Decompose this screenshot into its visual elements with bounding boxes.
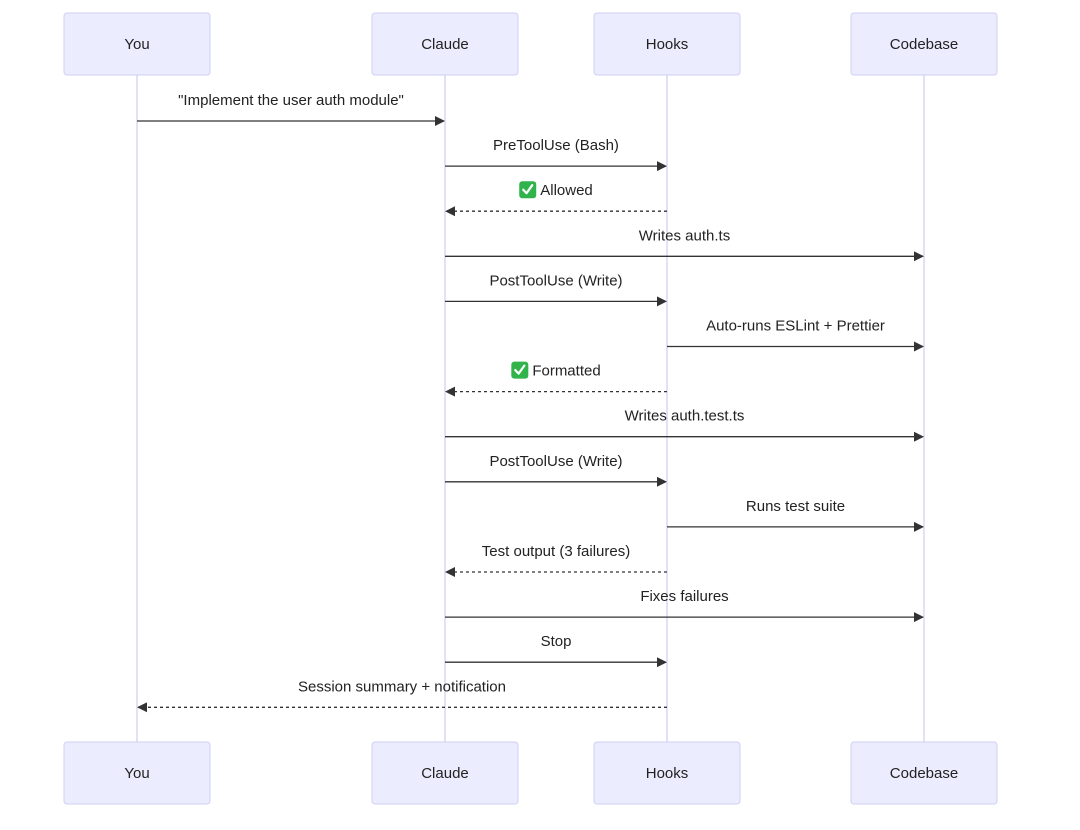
message-label: "Implement the user auth module" (178, 92, 404, 109)
message-7: Formatted (445, 361, 667, 397)
participant-box (371, 741, 519, 805)
participant-hooks-bottom: Hooks (593, 741, 741, 805)
message-11: Test output (3 failures) (445, 543, 667, 577)
message-9: PostToolUse (Write) (445, 453, 667, 487)
participant-box (63, 12, 211, 76)
participant-codebase-top: Codebase (850, 12, 998, 76)
check-mark-icon (511, 361, 529, 379)
message-label: PostToolUse (Write) (489, 453, 622, 470)
participant-box (593, 12, 741, 76)
message-label: Formatted (532, 363, 600, 380)
participant-codebase-bottom: Codebase (850, 741, 998, 805)
message-label: Runs test suite (746, 498, 845, 515)
message-2: PreToolUse (Bash) (445, 137, 667, 172)
message-8: Writes auth.test.ts (445, 408, 924, 442)
message-12: Fixes failures (445, 588, 924, 623)
participant-label: Codebase (890, 765, 958, 782)
participant-label: You (124, 36, 149, 53)
participant-claude-top: Claude (371, 12, 519, 76)
message-label: Writes auth.test.ts (625, 408, 745, 425)
message-label: Auto-runs ESLint + Prettier (706, 318, 885, 335)
participant-you-bottom: You (63, 741, 211, 805)
participant-box (850, 741, 998, 805)
message-label: Session summary + notification (298, 678, 506, 695)
message-label: Test output (3 failures) (482, 543, 630, 560)
participant-label: Hooks (646, 36, 689, 53)
participant-box (63, 741, 211, 805)
participant-label: You (124, 765, 149, 782)
message-3: Allowed (445, 181, 667, 217)
participant-claude-bottom: Claude (371, 741, 519, 805)
message-label: Writes auth.ts (639, 227, 730, 244)
participant-box (371, 12, 519, 76)
message-label: PostToolUse (Write) (489, 272, 622, 289)
message-label: Fixes failures (640, 588, 728, 605)
message-1: "Implement the user auth module" (137, 92, 445, 126)
message-label: Stop (541, 633, 572, 650)
message-label: PreToolUse (Bash) (493, 137, 619, 154)
message-6: Auto-runs ESLint + Prettier (667, 318, 924, 352)
message-14: Session summary + notification (137, 678, 667, 713)
message-13: Stop (445, 633, 667, 668)
message-label: Allowed (540, 182, 593, 199)
participant-label: Claude (421, 765, 469, 782)
participant-label: Claude (421, 36, 469, 53)
participant-hooks-top: Hooks (593, 12, 741, 76)
check-mark-icon (519, 181, 537, 199)
message-10: Runs test suite (667, 498, 924, 532)
participant-you-top: You (63, 12, 211, 76)
participant-label: Codebase (890, 36, 958, 53)
message-5: PostToolUse (Write) (445, 272, 667, 307)
participant-label: Hooks (646, 765, 689, 782)
participant-box (850, 12, 998, 76)
message-4: Writes auth.ts (445, 227, 924, 262)
participant-box (593, 741, 741, 805)
